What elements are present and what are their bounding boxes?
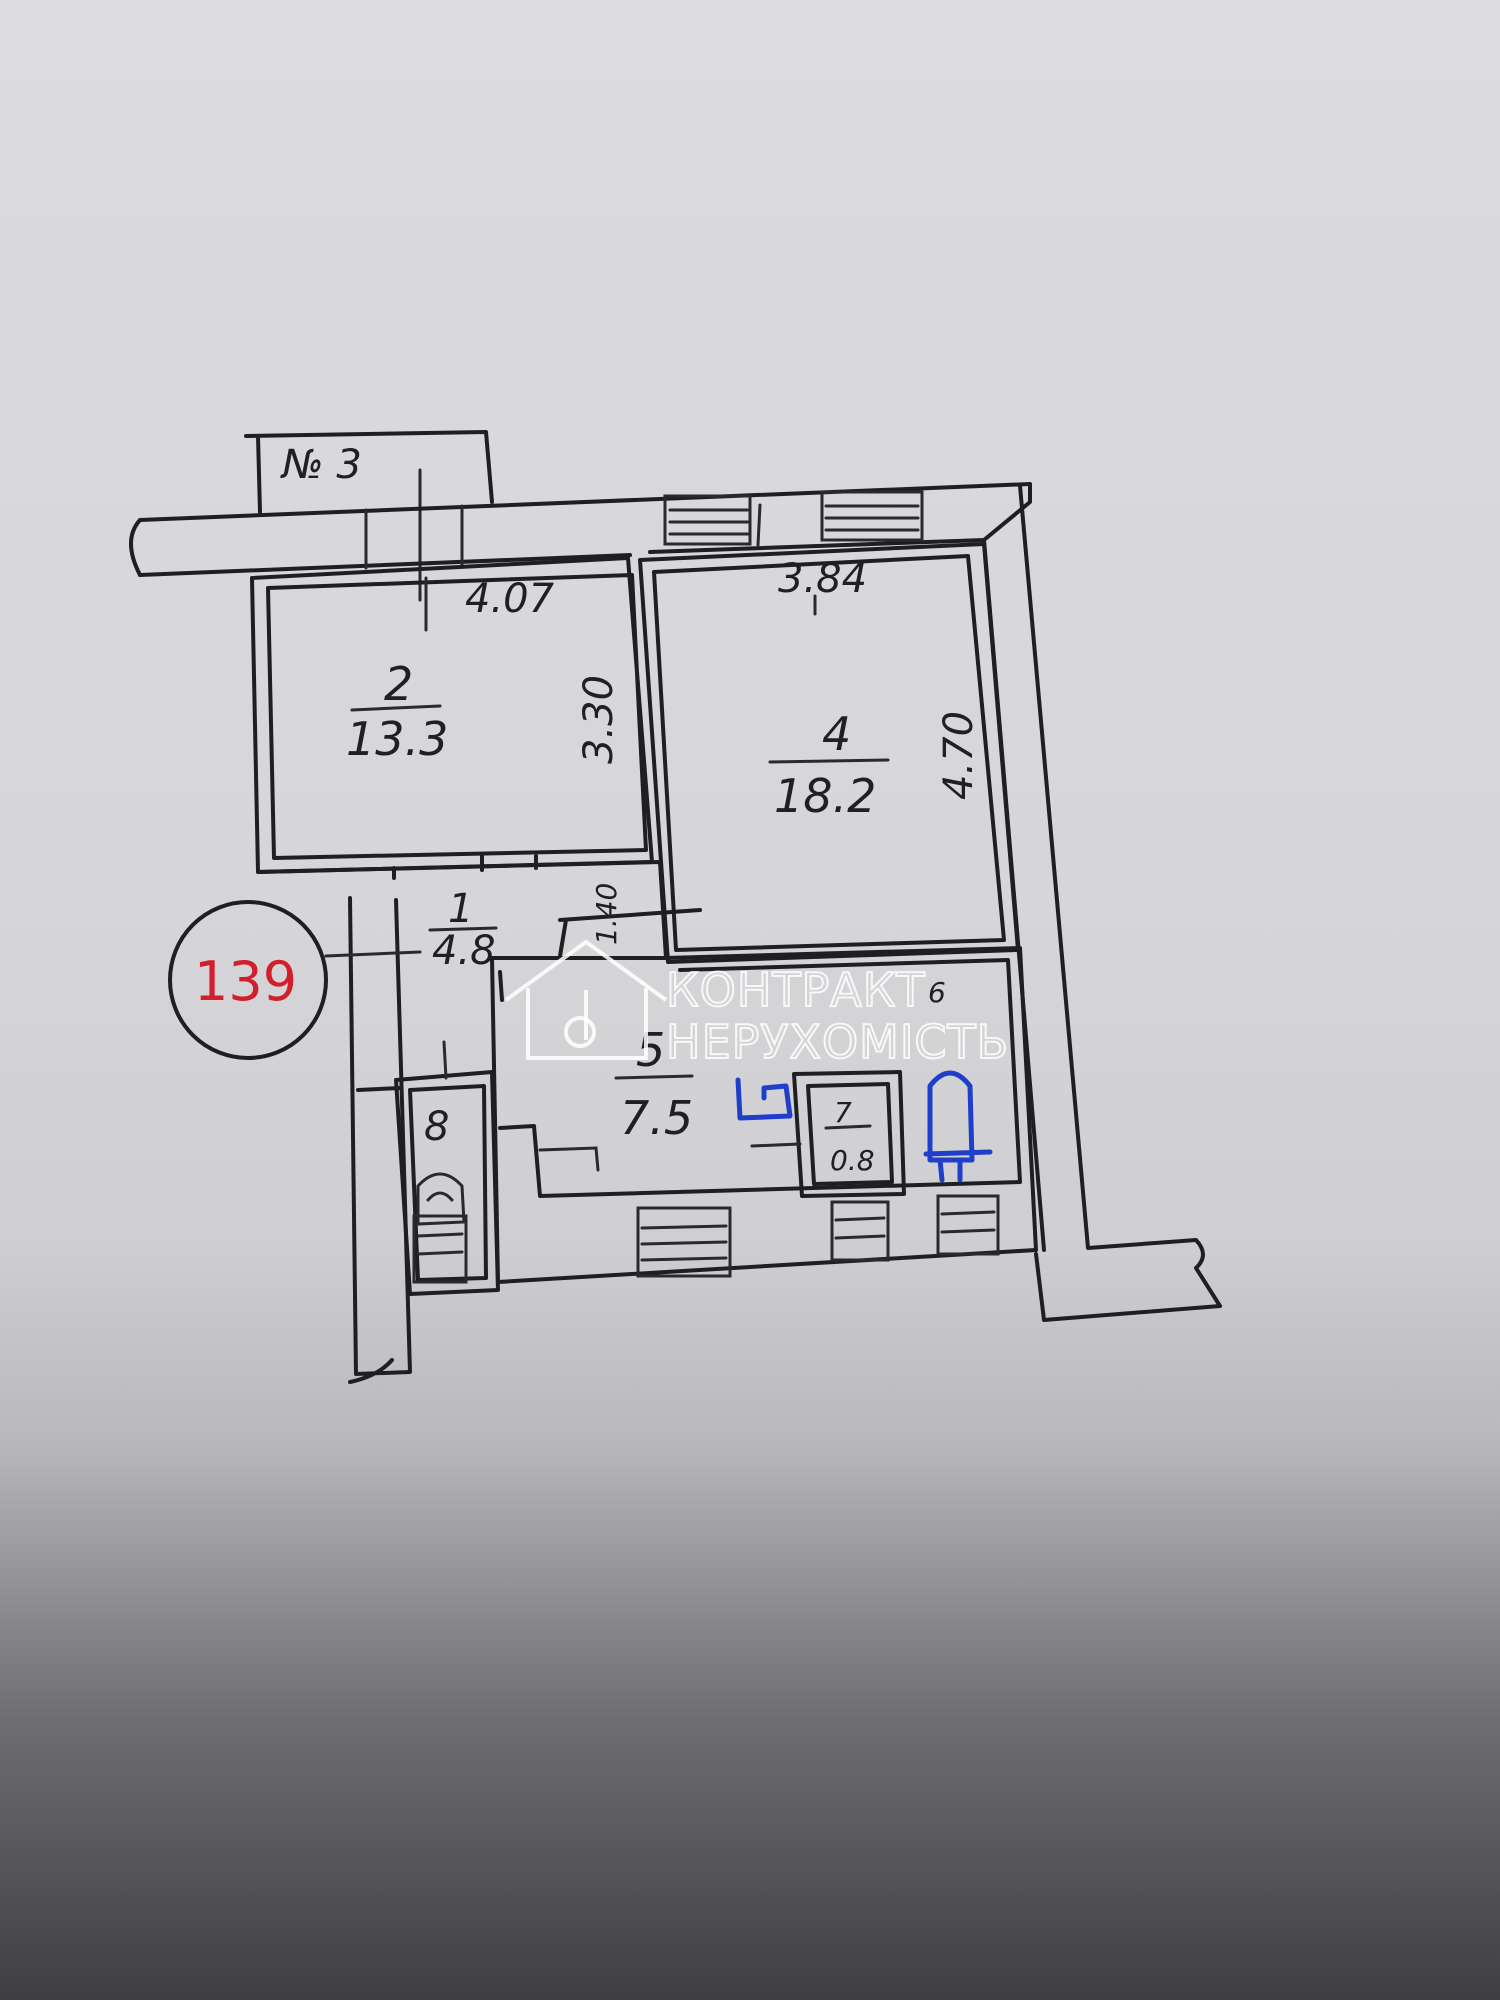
room-6-number: 6 xyxy=(928,976,946,1009)
kitchen-inner-step xyxy=(538,1146,600,1172)
bathtub-icon xyxy=(923,1070,993,1183)
room-7-fraction-line xyxy=(824,1124,872,1130)
room-1-width: 1.40 xyxy=(590,883,623,945)
apartment-number-stamp: 139 xyxy=(168,900,422,1060)
room-5-walls xyxy=(490,946,1038,1284)
room-8-door-mark xyxy=(442,1040,448,1080)
room-5-number: 5 xyxy=(636,1023,665,1077)
room-8-number: 8 xyxy=(424,1104,449,1150)
room-2-width: 4.07 xyxy=(465,576,555,622)
room-7-number: 7 xyxy=(834,1096,852,1129)
corridor-walls xyxy=(256,854,702,960)
sink-icon xyxy=(735,1077,793,1121)
room-2-area: 13.3 xyxy=(346,712,448,766)
bath-door-mark xyxy=(750,1142,802,1148)
room-1-fraction-line xyxy=(428,926,498,932)
room-4-number: 4 xyxy=(822,707,851,761)
window-kitchen xyxy=(636,1206,732,1278)
room-4-fraction-line xyxy=(768,758,890,764)
watermark-line-1: КОНТРАКТ xyxy=(666,963,926,1017)
window-room4-left xyxy=(663,494,762,547)
exterior-top-wall xyxy=(129,482,1032,577)
room-5-fraction-line xyxy=(614,1074,694,1080)
exterior-right-wall xyxy=(982,484,1222,1322)
room-7-walls xyxy=(792,1070,906,1198)
watermark-line-2: НЕРУХОМІСТЬ xyxy=(666,1015,1009,1069)
window-entrance xyxy=(412,1214,468,1284)
room-2-fraction-line xyxy=(350,704,442,712)
balcony xyxy=(244,430,494,514)
apartment-number: 139 xyxy=(194,950,297,1013)
room-4-depth: 4.70 xyxy=(936,711,982,800)
room-7-area: 0.8 xyxy=(830,1144,875,1177)
room-2-depth: 3.30 xyxy=(576,675,622,764)
entrance-walls xyxy=(348,896,412,1384)
room-2-number: 2 xyxy=(384,657,413,711)
house-logo-icon xyxy=(504,939,668,1060)
window-room7 xyxy=(830,1200,890,1262)
room-1-area: 4.8 xyxy=(432,928,496,974)
room-4-width: 3.84 xyxy=(778,556,867,602)
balcony-label: № 3 xyxy=(280,442,362,488)
room-1-number: 1 xyxy=(448,886,473,932)
room-5-area: 7.5 xyxy=(620,1091,693,1145)
room-4-area: 18.2 xyxy=(774,769,876,823)
agency-watermark: КОНТРАКТ НЕРУХОМІСТЬ xyxy=(504,939,1009,1070)
window-bath xyxy=(936,1194,1000,1256)
window-room4-right xyxy=(820,490,924,542)
